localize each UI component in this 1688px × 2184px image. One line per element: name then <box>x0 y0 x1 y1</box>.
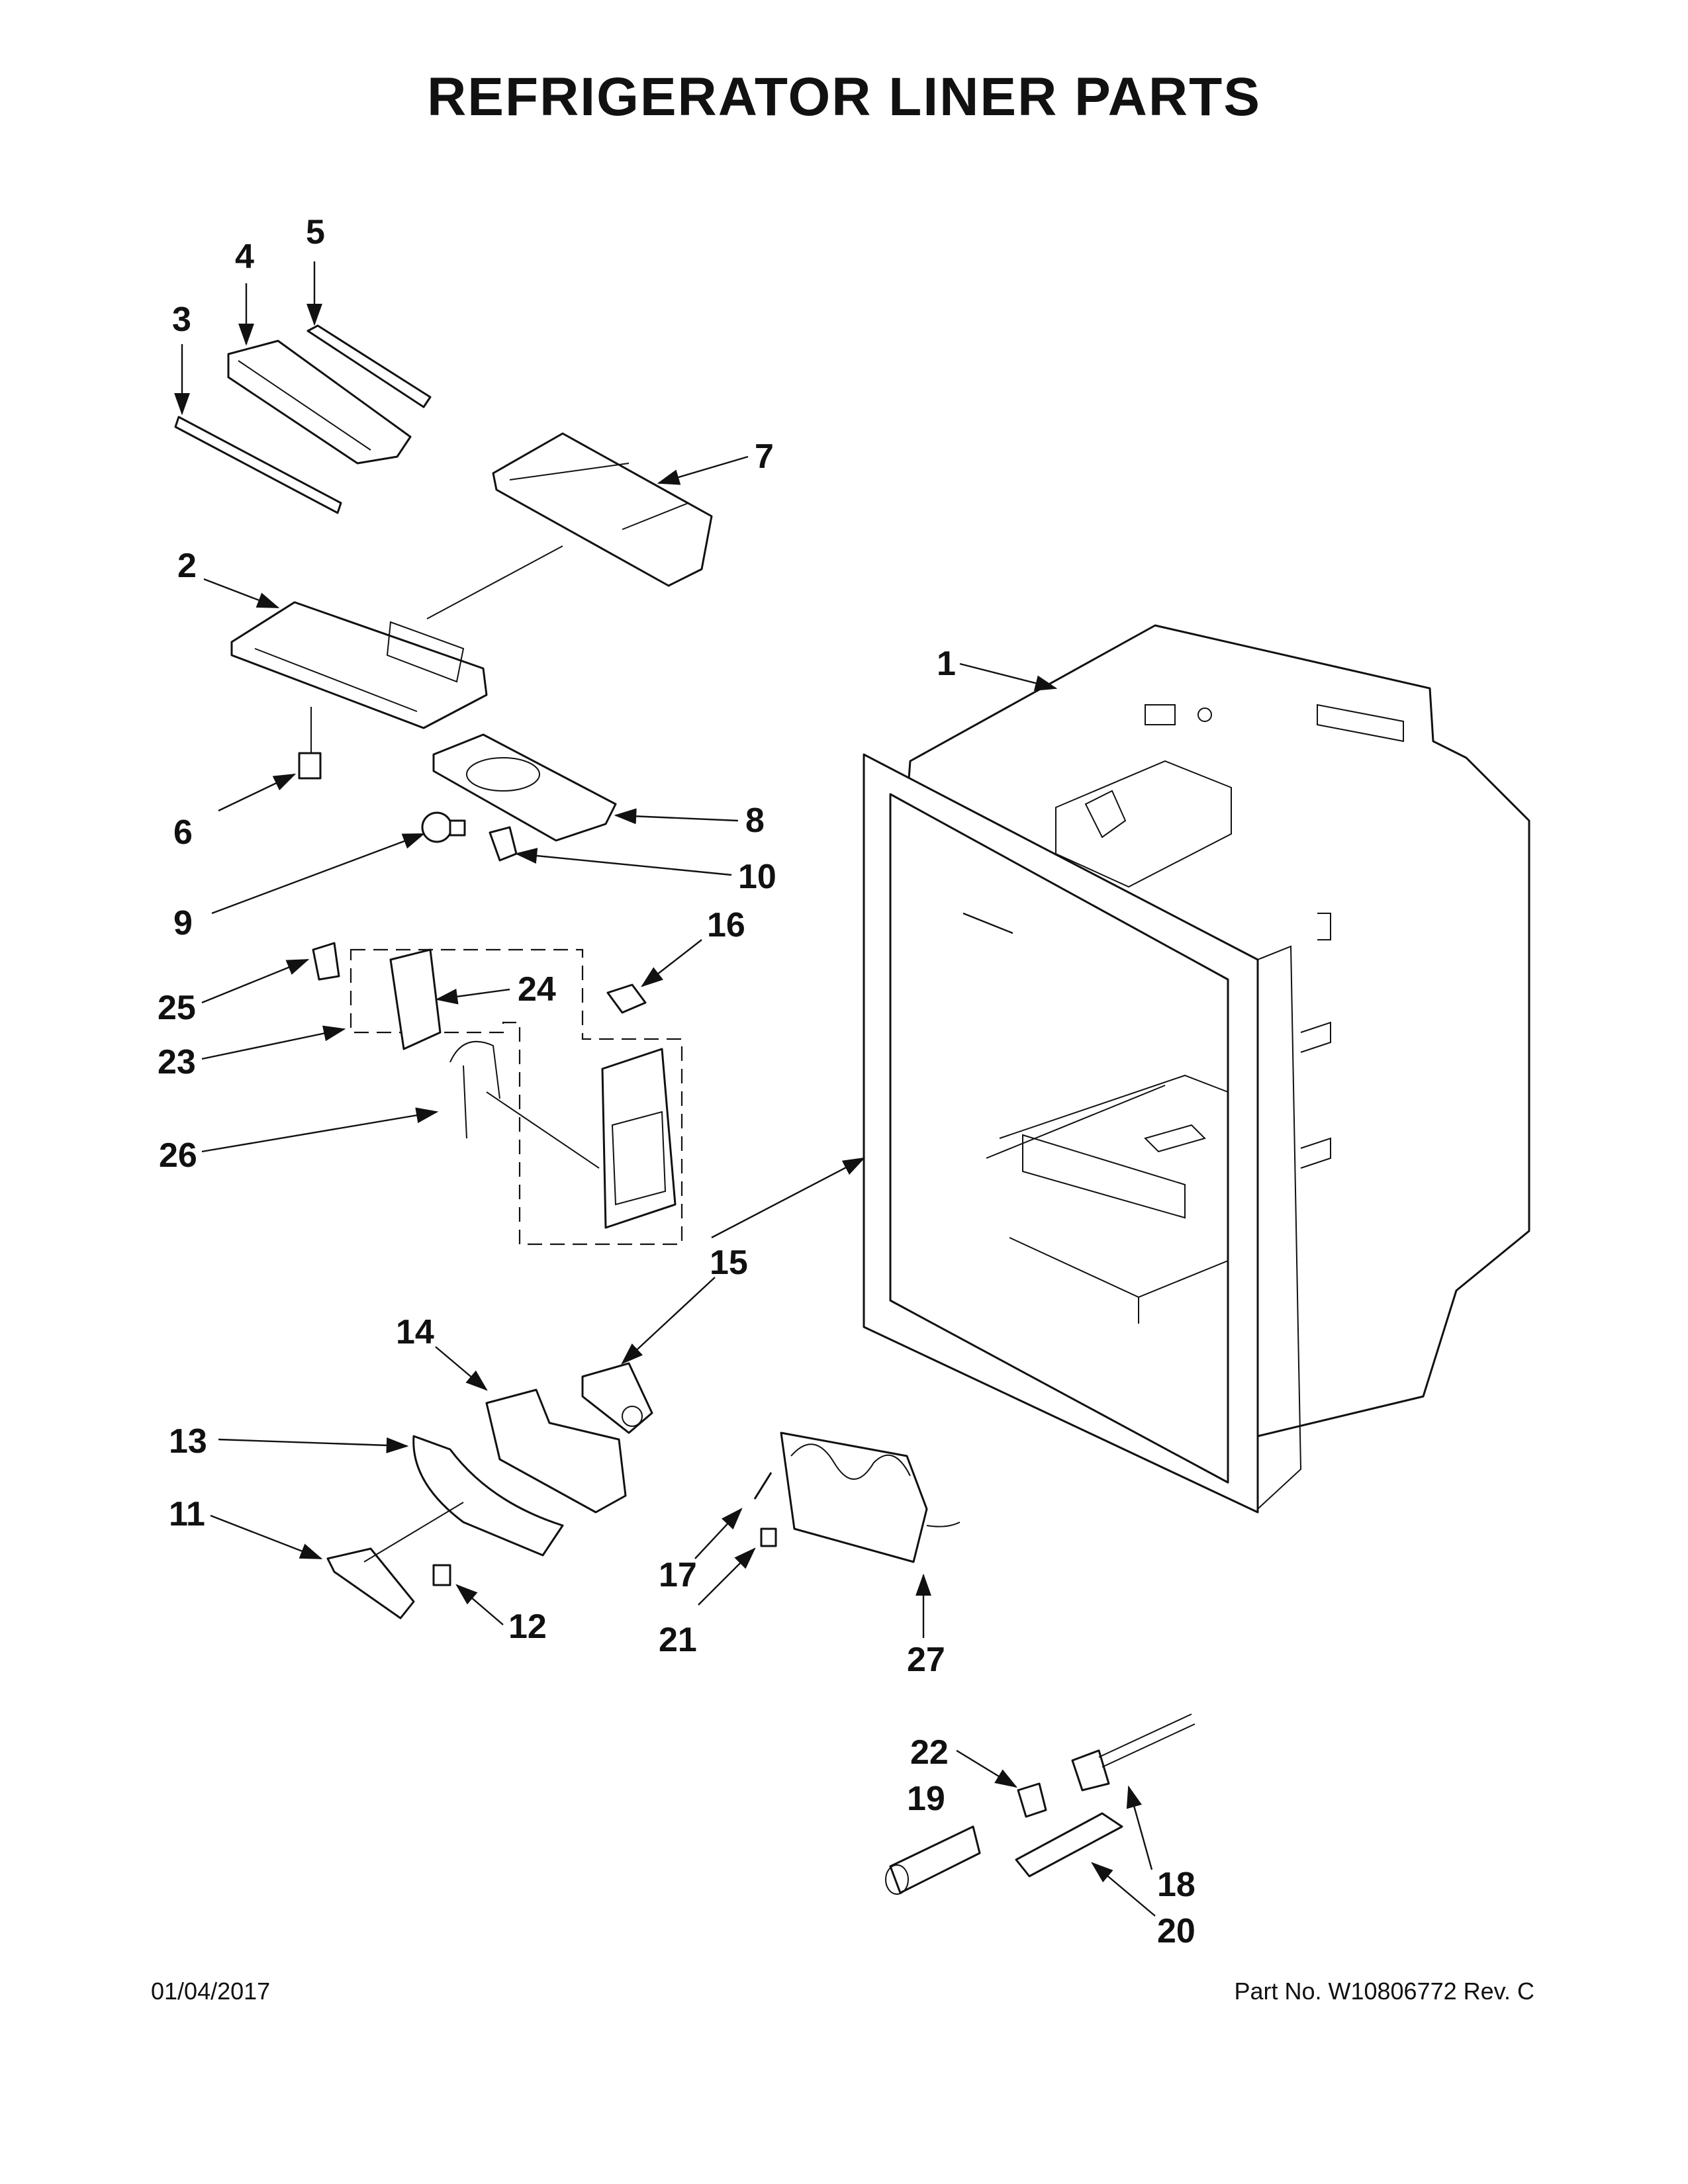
callout-9: 9 <box>173 904 193 942</box>
part-5-bar <box>306 324 432 408</box>
callout-8: 8 <box>745 801 765 840</box>
leader-lines <box>174 261 1156 1917</box>
part-1-liner <box>863 624 1530 1514</box>
part-6-switch <box>298 707 322 780</box>
part-18-filter-head <box>1071 1713 1196 1792</box>
part-21-screw <box>760 1527 777 1547</box>
callout-5: 5 <box>306 213 325 251</box>
callout-14: 14 <box>396 1313 434 1351</box>
callout-12: 12 <box>508 1608 547 1646</box>
callout-16: 16 <box>707 906 745 944</box>
part-27-heater-assembly <box>780 1432 961 1563</box>
callout-7: 7 <box>755 437 774 476</box>
callout-25: 25 <box>158 989 196 1027</box>
part-16-clip <box>606 983 647 1014</box>
callout-19: 19 <box>907 1780 945 1818</box>
callout-18: 18 <box>1157 1866 1196 1904</box>
callout-6: 6 <box>173 813 193 852</box>
part-7-duct-cover <box>426 432 713 619</box>
part-22-retainer <box>1017 1782 1047 1818</box>
callout-21: 21 <box>659 1621 697 1659</box>
callout-3: 3 <box>172 300 191 339</box>
callout-27: 27 <box>907 1641 945 1679</box>
callout-10: 10 <box>738 858 776 896</box>
part-19-filter-cap <box>885 1825 981 1895</box>
callout-11: 11 <box>169 1495 205 1533</box>
footer-date: 01/04/2017 <box>151 1978 271 2005</box>
part-15-module <box>581 1362 653 1434</box>
callout-4: 4 <box>235 238 254 276</box>
part-4-bracket <box>227 340 412 465</box>
callout-15: 15 <box>710 1244 748 1282</box>
part-11-grille <box>326 1547 415 1619</box>
callout-1: 1 <box>937 645 956 683</box>
part-9-bulb <box>421 811 466 843</box>
callout-2: 2 <box>177 547 197 585</box>
part-3-trim-strip <box>174 416 342 514</box>
callout-24: 24 <box>518 970 556 1009</box>
part-17-rod <box>753 1472 773 1500</box>
callout-13: 13 <box>169 1422 207 1461</box>
callout-23: 23 <box>158 1043 196 1081</box>
callout-labels: 1 2 3 4 5 6 7 8 9 10 11 12 13 14 15 16 1… <box>158 213 1196 1950</box>
part-10-socket <box>489 826 518 862</box>
part-13-trim <box>363 1435 564 1563</box>
footer-part-number: Part No. W10806772 Rev. C <box>1234 1978 1534 2005</box>
callout-17: 17 <box>659 1556 697 1594</box>
part-14-housing <box>485 1388 627 1514</box>
callout-26: 26 <box>159 1136 197 1175</box>
page-title: REFRIGERATOR LINER PARTS <box>427 67 1261 127</box>
parts-23-24-25-dispenser-group <box>312 942 683 1246</box>
part-12-screw <box>432 1564 451 1586</box>
part-2-control-housing <box>230 601 488 729</box>
part-8-light-cover <box>432 733 617 842</box>
callout-20: 20 <box>1157 1912 1196 1950</box>
callout-22: 22 <box>910 1733 949 1772</box>
part-20-bracket <box>1015 1812 1123 1878</box>
